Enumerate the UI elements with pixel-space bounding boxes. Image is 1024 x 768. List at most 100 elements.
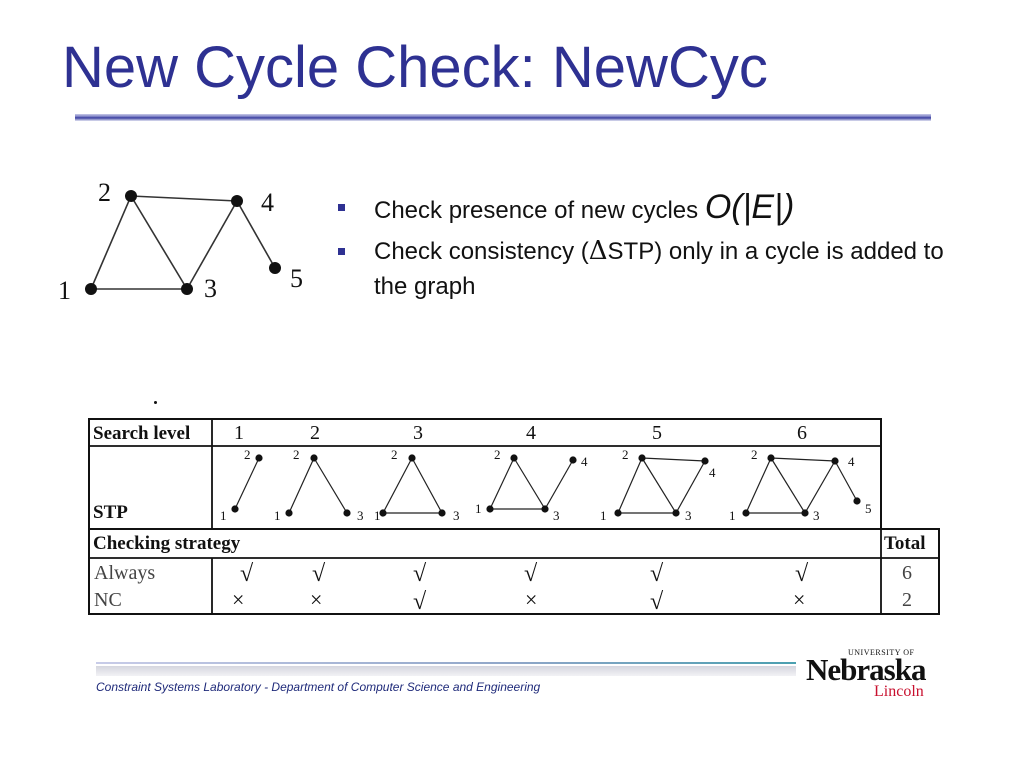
level-label-1: 1 bbox=[234, 422, 244, 444]
stp-node-label: 4 bbox=[581, 454, 588, 469]
edge-4-5 bbox=[236, 200, 276, 269]
logo-lincoln: Lincoln bbox=[874, 683, 924, 700]
stp-node bbox=[486, 505, 494, 513]
stp-edge bbox=[745, 457, 772, 514]
stp-edge bbox=[834, 460, 858, 502]
graph-label-3: 3 bbox=[204, 274, 217, 303]
stp-node bbox=[285, 509, 293, 517]
bullet-2-text-after: STP) only in a cycle is added to the gra… bbox=[374, 238, 944, 300]
bullet-list: Check presence of new cycles O(|E|) Chec… bbox=[336, 190, 976, 310]
stp-node-label: 1 bbox=[475, 501, 482, 516]
bullet-square-icon bbox=[338, 248, 345, 255]
stp-node-label: 1 bbox=[220, 508, 227, 523]
delta-symbol: Δ bbox=[588, 236, 608, 266]
complexity-label: O(|E|) bbox=[704, 188, 795, 226]
mark-always-5: √ bbox=[650, 561, 664, 587]
stp-edge bbox=[288, 457, 315, 514]
stp-node bbox=[379, 509, 387, 517]
logo-university-of: UNIVERSITY OF bbox=[848, 648, 915, 657]
graph-label-4: 4 bbox=[261, 188, 274, 217]
stray-dot bbox=[154, 401, 157, 404]
table-top-border bbox=[88, 418, 882, 530]
stp-node-label: 4 bbox=[709, 465, 716, 480]
graph-node-3 bbox=[181, 283, 193, 295]
row-name-nc: NC bbox=[94, 589, 122, 611]
stp-node-label: 1 bbox=[729, 508, 736, 523]
stp-node bbox=[408, 454, 416, 462]
level-label-3: 3 bbox=[413, 422, 423, 444]
stp-edge bbox=[641, 457, 706, 462]
stp-node-label: 2 bbox=[391, 447, 398, 462]
mark-always-4: √ bbox=[524, 561, 538, 587]
footer-shadow bbox=[96, 666, 796, 676]
row-name-always: Always bbox=[94, 562, 155, 584]
footer-text: Constraint Systems Laboratory - Departme… bbox=[96, 680, 541, 694]
table-bottom-border bbox=[88, 528, 940, 615]
stp-node bbox=[343, 509, 351, 517]
level-label-4: 4 bbox=[526, 422, 536, 444]
stp-node-label: 3 bbox=[553, 508, 560, 523]
bullet-item-2: Check consistency (ΔSTP) only in a cycle… bbox=[336, 234, 976, 304]
edge-2-3 bbox=[130, 195, 188, 290]
stp-node bbox=[742, 509, 750, 517]
mark-nc-4: × bbox=[525, 587, 537, 612]
bullet-1-text: Check presence of new cycles bbox=[374, 197, 705, 224]
stp-node-label: 1 bbox=[374, 508, 381, 523]
edge-4-3 bbox=[186, 200, 238, 290]
total-header: Total bbox=[884, 533, 926, 554]
stp-edge bbox=[489, 457, 515, 510]
graph-label-5: 5 bbox=[290, 264, 303, 293]
stp-node-label: 4 bbox=[848, 454, 855, 469]
footer-rule bbox=[96, 662, 796, 664]
logo-nebraska: Nebraska bbox=[806, 652, 926, 687]
stp-node-label: 2 bbox=[751, 447, 758, 462]
stp-node bbox=[638, 454, 646, 462]
graph-node-1 bbox=[85, 283, 97, 295]
mark-always-3: √ bbox=[413, 561, 427, 587]
stp-node bbox=[614, 509, 622, 517]
level-label-2: 2 bbox=[310, 422, 320, 444]
stp-edge bbox=[513, 457, 546, 510]
stp-node-label: 3 bbox=[453, 508, 460, 523]
search-level-header: Search level bbox=[93, 423, 190, 444]
mark-always-6: √ bbox=[795, 561, 809, 587]
stp-edge bbox=[804, 460, 836, 514]
stp-edge bbox=[617, 457, 643, 514]
graph-node-2 bbox=[125, 190, 137, 202]
stp-node-label: 1 bbox=[274, 508, 281, 523]
stp-node-label: 3 bbox=[813, 508, 820, 523]
stp-node bbox=[701, 457, 709, 465]
stp-edge bbox=[382, 457, 413, 514]
stp-node bbox=[510, 454, 518, 462]
stp-node bbox=[231, 505, 239, 513]
stp-node bbox=[438, 509, 446, 517]
bullet-2-text-before: Check consistency ( bbox=[374, 238, 589, 265]
total-nc: 2 bbox=[902, 589, 912, 611]
stp-edge bbox=[675, 460, 706, 514]
mark-always-2: √ bbox=[312, 561, 326, 587]
stp-node bbox=[672, 509, 680, 517]
stp-node bbox=[541, 505, 549, 513]
bullet-square-icon bbox=[338, 204, 345, 211]
stp-node-label: 2 bbox=[244, 447, 251, 462]
stp-node-label: 2 bbox=[494, 447, 501, 462]
checking-strategy-header: Checking strategy bbox=[93, 533, 241, 554]
stp-node-label: 1 bbox=[600, 508, 607, 523]
mark-nc-1: × bbox=[232, 587, 244, 612]
stp-node-label: 3 bbox=[685, 508, 692, 523]
stp-node bbox=[853, 497, 861, 505]
stp-edge bbox=[770, 457, 836, 462]
stp-node-label: 2 bbox=[293, 447, 300, 462]
stp-edge bbox=[313, 457, 348, 514]
stp-node-label: 2 bbox=[622, 447, 629, 462]
graph-label-1: 1 bbox=[58, 276, 71, 305]
stp-node-label: 5 bbox=[865, 501, 872, 516]
graph-node-4 bbox=[231, 195, 243, 207]
stp-node bbox=[255, 454, 263, 462]
mark-nc-5: √ bbox=[650, 589, 664, 615]
stp-header: STP bbox=[93, 502, 128, 523]
mark-nc-3: √ bbox=[413, 589, 427, 615]
stp-node bbox=[569, 456, 577, 464]
mark-nc-6: × bbox=[793, 587, 805, 612]
stp-node bbox=[310, 454, 318, 462]
